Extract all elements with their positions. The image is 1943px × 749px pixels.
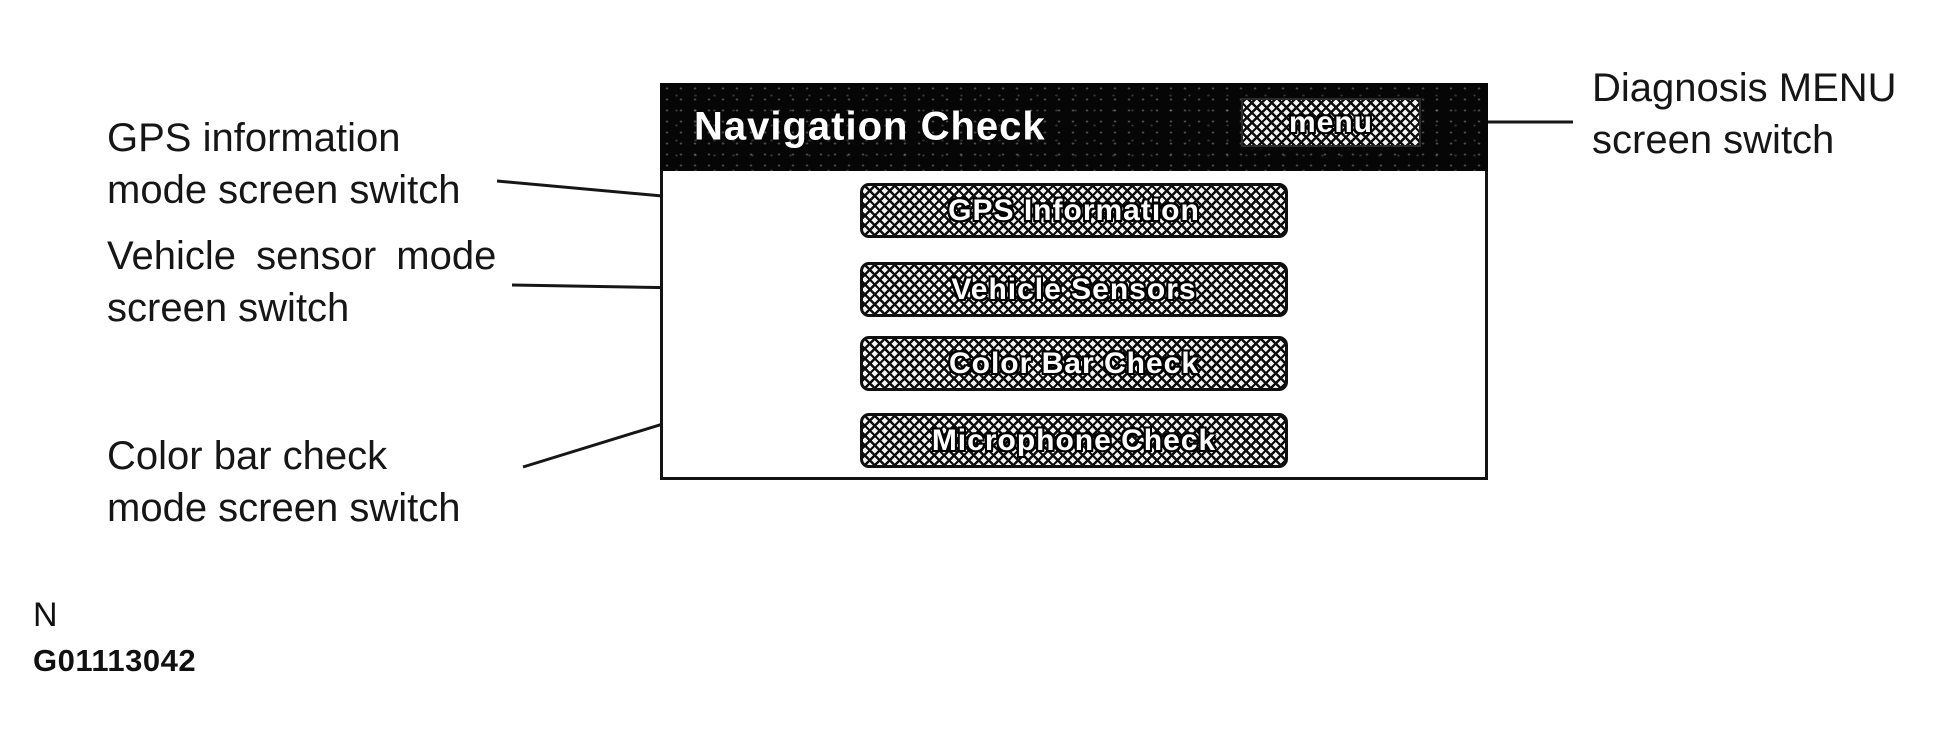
callout-vehicle-label: Vehicle sensor mode screen switch — [107, 230, 496, 334]
screen-title: Navigation Check — [694, 104, 1046, 149]
callout-colorbar-label: Color bar check mode screen switch — [107, 430, 460, 534]
gps-information-button[interactable]: GPS Information — [860, 183, 1288, 238]
microphone-check-button[interactable]: Microphone Check — [860, 413, 1288, 468]
callout-gps-line2: mode screen switch — [107, 168, 461, 212]
callout-vehicle-line2: screen switch — [107, 286, 350, 330]
callout-vehicle-line1: Vehicle sensor mode — [107, 234, 497, 278]
screen-title-bar: Navigation Check menu — [660, 83, 1488, 171]
callout-colorbar-line2: mode screen switch — [107, 486, 461, 530]
vehicle-sensors-button[interactable]: Vehicle Sensors — [860, 262, 1288, 317]
callout-colorbar-line1: Color bar check — [107, 434, 388, 478]
callout-diagnosis-line2: screen switch — [1592, 118, 1835, 162]
menu-button[interactable]: menu — [1241, 98, 1421, 147]
color-bar-check-button[interactable]: Color Bar Check — [860, 336, 1288, 391]
callout-gps-line1: GPS information — [107, 116, 401, 160]
figure-code: G01113042 — [33, 643, 197, 678]
navigation-check-screen: Navigation Check menu GPS Information Ve… — [660, 83, 1488, 480]
callout-diagnosis-line1: Diagnosis MENU — [1592, 66, 1897, 110]
callout-diagnosis-label: Diagnosis MENU screen switch — [1592, 62, 1897, 166]
page-marker: N — [33, 596, 58, 634]
callout-gps-label: GPS information mode screen switch — [107, 112, 460, 216]
